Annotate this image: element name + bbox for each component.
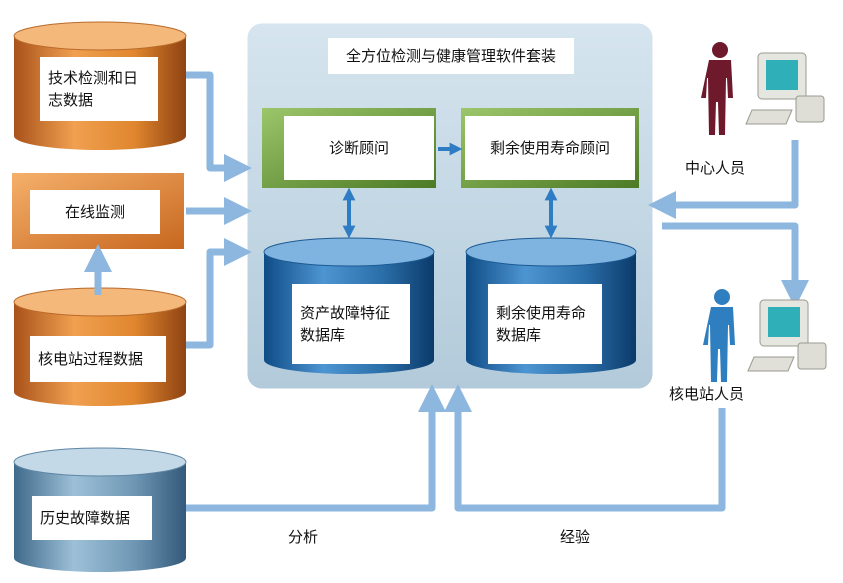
process-data-label: 核电站过程数据 [30, 336, 166, 382]
rul-db-label: 剩余使用寿命数据库 [488, 284, 602, 364]
online-monitor-label: 在线监测 [30, 190, 160, 234]
history-fault-label: 历史故障数据 [32, 496, 152, 540]
tech-log-arrow [186, 71, 252, 182]
center-staff-label: 中心人员 [685, 159, 746, 177]
station-person-icon [703, 289, 735, 382]
center-computer-icon [745, 52, 825, 125]
rul-advisor-label: 剩余使用寿命顾问 [465, 116, 635, 180]
suite-title: 全方位检测与健康管理软件套装 [328, 38, 574, 74]
experience-label: 经验 [560, 528, 591, 546]
fault-db-label: 资产故障特征数据库 [292, 284, 410, 364]
analysis-label: 分析 [288, 528, 319, 546]
tech-log-label: 技术检测和日志数据 [40, 57, 158, 121]
station-computer-icon [747, 299, 827, 372]
center-to-suite-arrow [648, 140, 799, 219]
diagnosis-label: 诊断顾问 [284, 116, 434, 180]
experience-arrow [444, 384, 726, 512]
suite-to-station-arrow [662, 222, 809, 308]
station-staff-label: 核电站人员 [669, 385, 745, 403]
process-arrow [186, 238, 252, 349]
center-person-icon [701, 42, 733, 135]
analysis-arrow [186, 384, 446, 512]
